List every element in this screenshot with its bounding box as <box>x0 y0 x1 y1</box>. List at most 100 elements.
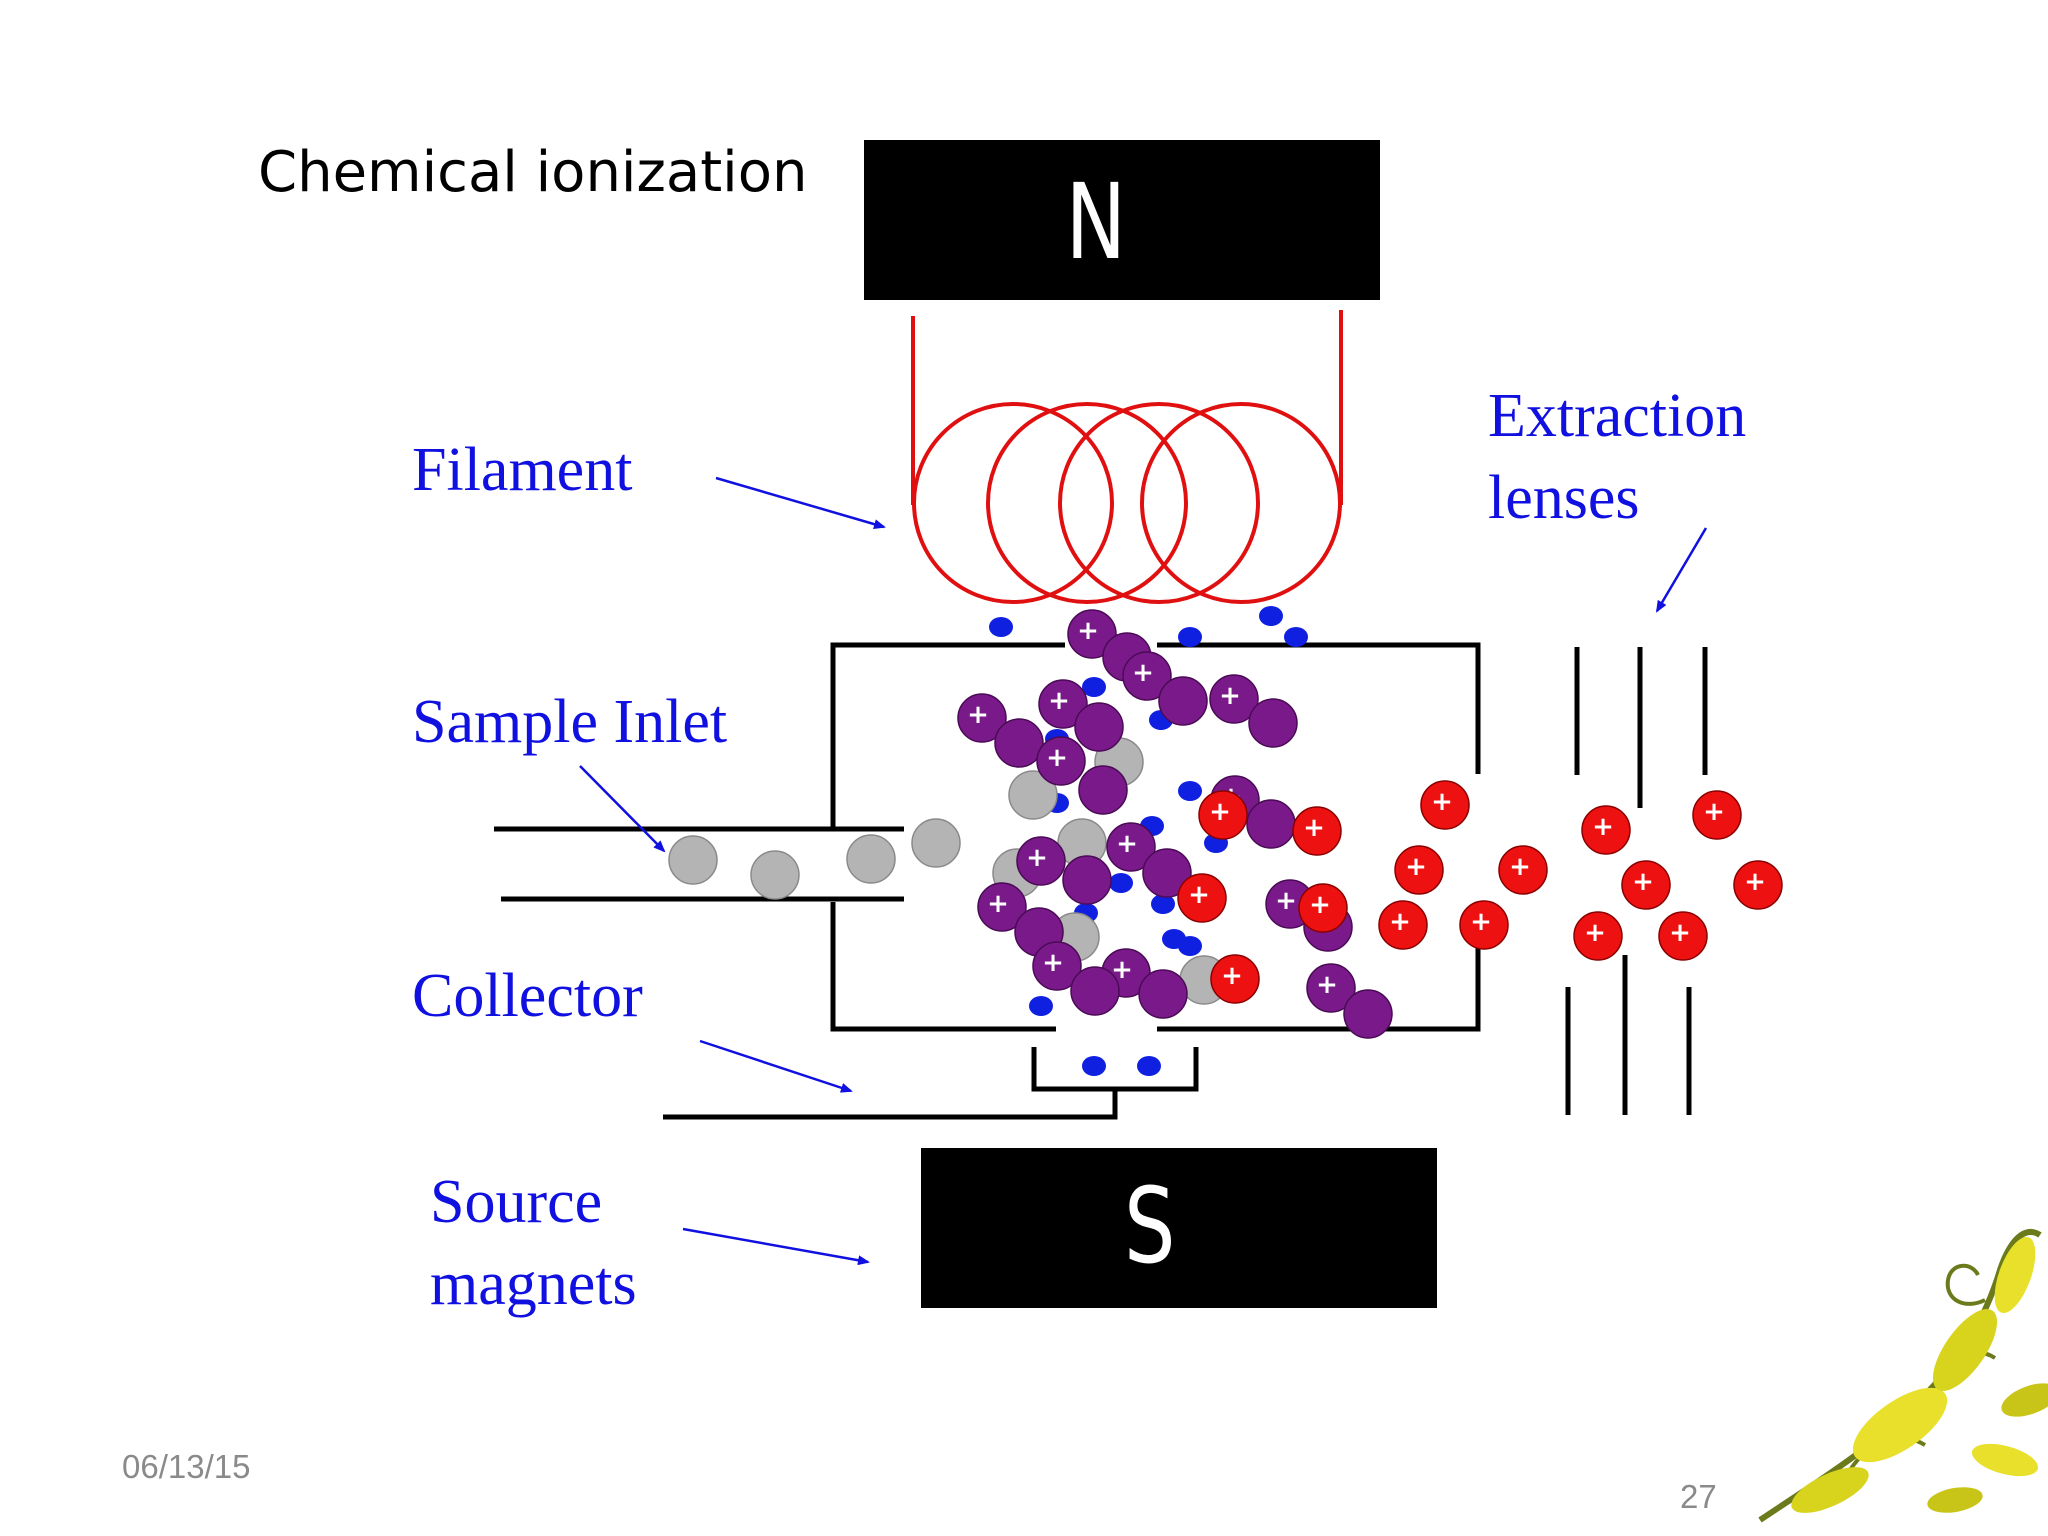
product-ion: + <box>1378 900 1428 950</box>
electron <box>1284 627 1308 647</box>
product-ion: + <box>1692 790 1742 840</box>
reagent-ion: + <box>1016 836 1066 886</box>
label-source-magnets-1: Source <box>430 1168 603 1236</box>
plus-sign: + <box>1077 616 1099 646</box>
plus-sign: + <box>1042 948 1064 978</box>
product-ion: + <box>1394 845 1444 895</box>
product-ion-body <box>1298 883 1348 933</box>
reagent-ion <box>1343 989 1393 1039</box>
label-sample-inlet: Sample Inlet <box>412 688 728 756</box>
product-ion-body <box>1459 900 1509 950</box>
decorative-vine <box>1758 1228 2048 1523</box>
plus-sign: + <box>1316 970 1338 1000</box>
product-ion: + <box>1658 911 1708 961</box>
electron <box>1029 996 1053 1016</box>
reagent-ion <box>1158 676 1208 726</box>
plus-sign: + <box>1632 867 1654 897</box>
reagent-ion: + <box>1106 822 1156 872</box>
reagent-ion-body <box>1122 651 1172 701</box>
plus-sign: + <box>1209 797 1231 827</box>
label-collector: Collector <box>412 962 643 1030</box>
product-ion-body <box>1420 780 1470 830</box>
arrow-extraction-lenses <box>1655 527 1708 613</box>
north-magnet: N <box>864 140 1380 300</box>
reagent-ion-body <box>1078 765 1128 815</box>
product-ion-body <box>1498 845 1548 895</box>
reagent-ion <box>1074 702 1124 752</box>
reagent-ion-body <box>1016 836 1066 886</box>
label-arrows <box>579 476 1708 1266</box>
product-ion-body <box>1692 790 1742 840</box>
sample-inlet-tube <box>494 826 904 902</box>
plus-sign: + <box>1303 813 1325 843</box>
neutral-molecule <box>668 835 718 885</box>
reagent-ion-body <box>1209 674 1259 724</box>
electron <box>989 617 1013 637</box>
plus-sign: + <box>1026 843 1048 873</box>
plus-sign: + <box>1592 812 1614 842</box>
reagent-ions: + + + + + + + + + + + + + + <box>957 609 1393 1039</box>
reagent-ion-body <box>957 693 1007 743</box>
electron <box>1137 1056 1161 1076</box>
reagent-ion: + <box>977 882 1027 932</box>
product-ions: + + + + + + + + + + + + + + + + <box>1177 780 1783 1004</box>
reagent-ion-body <box>1158 676 1208 726</box>
product-ion: + <box>1573 911 1623 961</box>
electron <box>1082 1056 1106 1076</box>
product-ion-body <box>1177 873 1227 923</box>
product-ion-body <box>1198 790 1248 840</box>
product-ion-body <box>1210 954 1260 1004</box>
arrow-collector <box>699 1039 853 1093</box>
plus-sign: + <box>1221 961 1243 991</box>
plus-sign: + <box>1744 867 1766 897</box>
arrow-sample-inlet <box>579 765 666 853</box>
product-ion-body <box>1573 911 1623 961</box>
electron <box>1178 627 1202 647</box>
reagent-ion <box>1142 848 1192 898</box>
plus-sign: + <box>1703 797 1725 827</box>
reagent-ion-body <box>1343 989 1393 1039</box>
reagent-ion-body <box>1074 702 1124 752</box>
reagent-ion-body <box>1038 679 1088 729</box>
reagent-ion: + <box>1038 679 1088 729</box>
electron <box>1109 873 1133 893</box>
neutral-molecule <box>846 834 896 884</box>
reagent-ion <box>1070 966 1120 1016</box>
reagent-ion-body <box>1306 963 1356 1013</box>
product-ion: + <box>1581 805 1631 855</box>
reagent-ion-body <box>1062 855 1112 905</box>
plus-sign: + <box>1046 743 1068 773</box>
magnet-north-label: N <box>1066 161 1127 283</box>
product-ion-body <box>1581 805 1631 855</box>
product-ion: + <box>1498 845 1548 895</box>
reagent-ion-body <box>1246 799 1296 849</box>
slide-title: Chemical ionization <box>258 140 808 205</box>
reagent-ion-body <box>1142 848 1192 898</box>
plus-sign: + <box>1132 658 1154 688</box>
reagent-ion: + <box>957 693 1007 743</box>
plus-sign: + <box>1584 918 1606 948</box>
reagent-ion-body <box>1067 609 1117 659</box>
plus-sign: + <box>1389 907 1411 937</box>
neutral-molecule <box>911 818 961 868</box>
product-ion: + <box>1298 883 1348 933</box>
reagent-ion-body <box>1106 822 1156 872</box>
neutral-molecule <box>750 850 800 900</box>
product-ion-body <box>1658 911 1708 961</box>
plus-sign: + <box>987 889 1009 919</box>
reagent-ion <box>1248 698 1298 748</box>
reagent-ion: + <box>1122 651 1172 701</box>
product-ion: + <box>1198 790 1248 840</box>
arrow-filament <box>715 476 886 529</box>
electron <box>1259 606 1283 626</box>
plus-sign: + <box>1669 918 1691 948</box>
plus-sign: + <box>1431 787 1453 817</box>
plus-sign: + <box>1188 880 1210 910</box>
reagent-ion: + <box>1036 736 1086 786</box>
reagent-ion-body <box>1138 969 1188 1019</box>
plus-sign: + <box>1116 829 1138 859</box>
electron <box>1178 781 1202 801</box>
product-ion-body <box>1378 900 1428 950</box>
